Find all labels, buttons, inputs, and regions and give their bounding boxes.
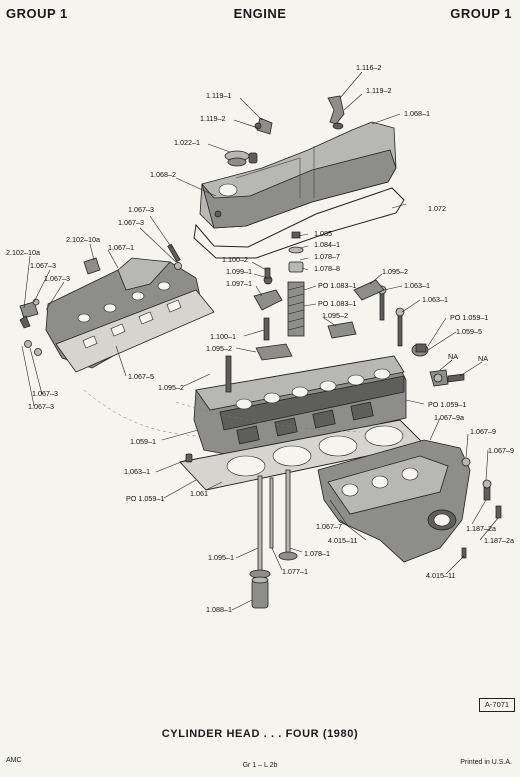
valve-cover-gasket — [193, 187, 405, 259]
push-rod — [269, 477, 274, 549]
header-section-title: ENGINE — [233, 6, 287, 21]
push-rod-guide — [263, 317, 270, 341]
callout-1-022-1: 1.022–1 — [174, 138, 200, 147]
callout-1-061: 1.061 — [190, 489, 208, 498]
callout-1-063-1-lower: 1.063–1 — [124, 467, 150, 476]
callout-na-right: NA — [478, 354, 488, 363]
callout-1-067-3-a: 1.067–3 — [128, 205, 154, 214]
temperature-sender — [429, 369, 465, 387]
callout-1-097-1: 1.097–1 — [226, 279, 252, 288]
callout-1-187-2a-right: 1.187–2a — [484, 536, 514, 545]
callout-4-015-11-upper: 4.015–11 — [328, 536, 357, 545]
dowel-pin — [185, 453, 193, 463]
valve-spring-stack — [287, 231, 305, 337]
callout-1-067-3-f: 1.067–3 — [28, 402, 54, 411]
callout-1-072: 1.072 — [428, 204, 446, 213]
callout-1-067-3-d: 1.067–3 — [44, 274, 70, 283]
callout-po-1-059-1-lower: PO 1.059–1 — [126, 494, 164, 503]
footer-page-code: Gr 1 – L 2b — [242, 762, 278, 769]
fitting-upper — [83, 257, 101, 275]
callout-1-085: 1.085 — [314, 229, 332, 238]
callout-1-095-2-mid: 1.095–2 — [322, 311, 348, 320]
callout-1-119-1: 1.119–1 — [206, 91, 231, 100]
callout-1-078-7: 1.078–7 — [314, 252, 340, 261]
header-group-right: GROUP 1 — [450, 6, 512, 21]
callout-1-078-8: 1.078–8 — [314, 264, 340, 273]
callout-1-100-1: 1.100–1 — [210, 332, 236, 341]
callout-1-063-1-right: 1.063–1 — [422, 295, 448, 304]
leader-lines — [21, 71, 499, 611]
footer-manufacturer: AMC — [6, 757, 22, 764]
oil-filler-cap — [224, 150, 258, 167]
callout-1-119-2-left: 1.119–2 — [200, 114, 225, 123]
callout-1-088-1: 1.088–1 — [206, 605, 232, 614]
manifold-stud-upper — [167, 243, 182, 270]
callout-1-095-2-upper: 1.095–2 — [382, 267, 408, 276]
valve-cover — [199, 121, 397, 229]
callout-1-095-2-lower: 1.095–2 — [158, 383, 184, 392]
callout-1-063-1-upper: 1.063–1 — [404, 281, 430, 290]
head-gasket — [179, 419, 425, 491]
cylinder-head — [193, 355, 407, 457]
callout-1-099-1: 1.099–1 — [226, 267, 252, 276]
callout-1-068-1: 1.068–1 — [404, 109, 430, 118]
washers-left — [24, 298, 42, 356]
callout-1-067-1: 1.067–1 — [108, 243, 134, 252]
callout-1-187-2a-left: 1.187–2a — [466, 524, 496, 533]
callout-1-067-3-c: 1.067–3 — [30, 261, 56, 270]
callout-2-102-10a-upper: 2.102–10a — [66, 235, 100, 244]
callout-2-102-10a-left: 2.102–10a — [6, 248, 40, 257]
figure-reference-number: A-7071 — [479, 698, 515, 712]
callout-1-067-9-lower: 1.067–9 — [488, 446, 514, 455]
rocker-arm-mid — [255, 321, 357, 361]
hydraulic-lifter — [251, 576, 269, 609]
callout-1-067-9a: 1.067–9a — [434, 413, 464, 422]
head-bolt-right — [395, 307, 405, 347]
callout-4-015-11-lower: 4.015–11 — [426, 571, 455, 580]
callout-1-116-2: 1.116–2 — [356, 63, 381, 72]
callout-1-095-2-left: 1.095–2 — [206, 344, 232, 353]
coolant-fitting — [411, 343, 429, 357]
pcv-valve — [254, 117, 273, 135]
callout-1-068-2: 1.068–2 — [150, 170, 176, 179]
callout-1-059-1: 1.059–1 — [130, 437, 156, 446]
callout-na-left: NA — [448, 352, 458, 361]
breather-elbow — [327, 95, 345, 130]
callout-1-077-1: 1.077–1 — [282, 567, 308, 576]
rocker-arm-right — [353, 279, 385, 301]
valve-intake — [278, 469, 298, 561]
callout-1-067-3-e: 1.067–3 — [32, 389, 58, 398]
callout-po-1-083-1-lower: PO 1.083–1 — [318, 299, 356, 308]
figure-caption: CYLINDER HEAD . . . FOUR (1980) — [161, 728, 359, 740]
intake-ports — [236, 401, 374, 445]
valve-ports — [235, 368, 391, 410]
callout-1-067-7: 1.067–7 — [316, 522, 342, 531]
footer-printed-in: Printed in U.S.A. — [460, 759, 512, 766]
rocker-arm-upper — [253, 267, 283, 311]
callout-1-067-3-b: 1.067–3 — [118, 218, 144, 227]
callout-po-1-059-1-upper: PO 1.059–1 — [450, 313, 488, 322]
callout-labels: 1.116–2 1.119–1 1.119–2 1.119–2 1.068–1 … — [6, 63, 514, 614]
callout-1-100-2: 1.100–2 — [222, 255, 248, 264]
oxygen-sensor — [482, 479, 502, 519]
callout-1-078-1: 1.078–1 — [304, 549, 330, 558]
header-group-left: GROUP 1 — [6, 6, 68, 21]
callout-1-084-1: 1.084–1 — [314, 240, 340, 249]
callout-1-119-2-right: 1.119–2 — [366, 86, 391, 95]
callout-po-1-059-1-right: PO 1.059–1 — [428, 400, 466, 409]
exhaust-manifold — [317, 439, 471, 563]
valve-exhaust — [249, 475, 271, 579]
callout-1-059-5: 1.059–5 — [456, 327, 482, 336]
callout-1-067-5: 1.067–5 — [128, 372, 154, 381]
callout-po-1-083-1-upper: PO 1.083–1 — [318, 281, 356, 290]
callout-1-095-1: 1.095–1 — [208, 553, 234, 562]
callout-1-067-9-upper: 1.067–9 — [470, 427, 496, 436]
intake-manifold-gasket — [55, 289, 215, 373]
fitting-left — [19, 301, 39, 329]
